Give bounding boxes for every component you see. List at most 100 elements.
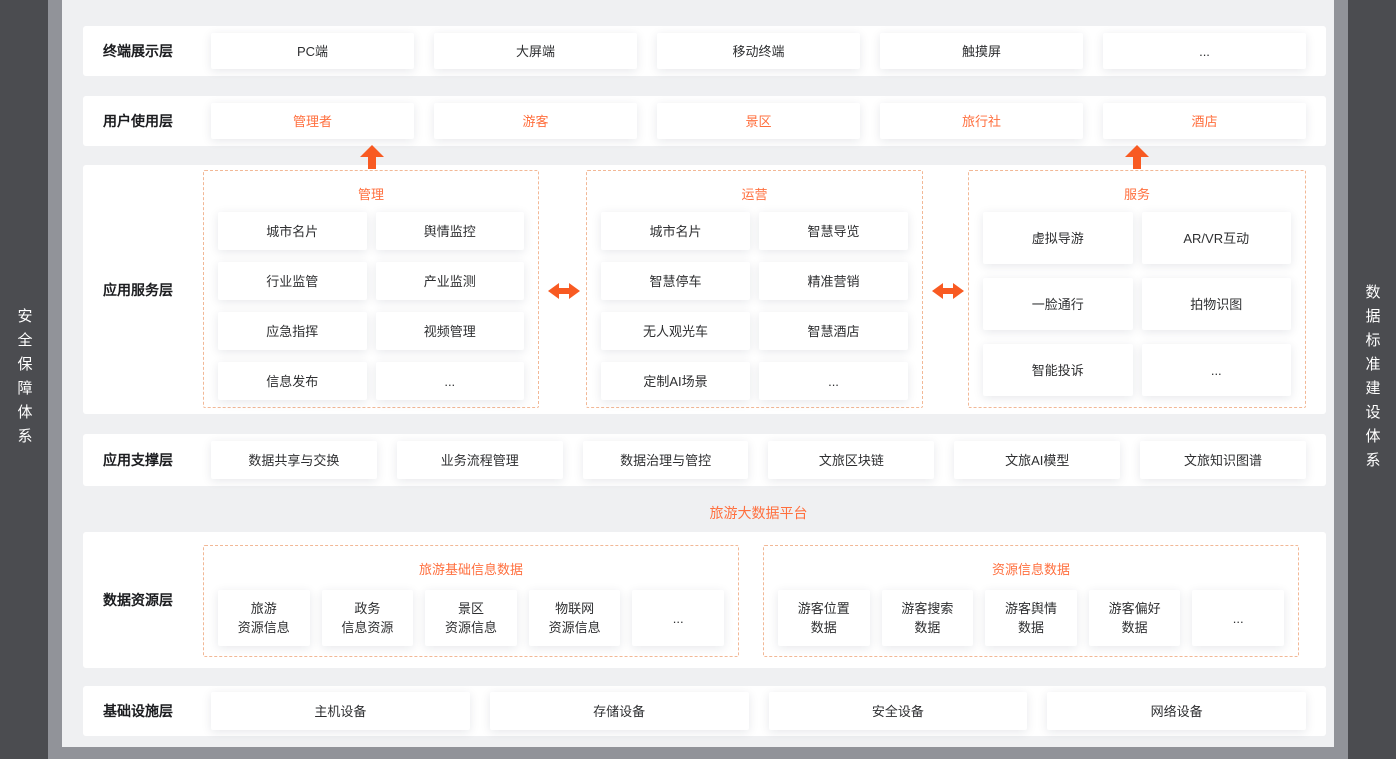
diagram-node: 酒店 (1103, 103, 1306, 139)
diagram-node: 文旅AI模型 (954, 441, 1121, 479)
group-grid: 城市名片 舆情监控 行业监管 产业监测 应急指挥 视频管理 信息发布 ... (204, 212, 538, 400)
diagram-node: 安全设备 (768, 692, 1028, 730)
group-tourism-basic-data: 旅游基础信息数据 旅游 资源信息 政务 信息资源 景区 资源信息 物联网 资源信… (203, 545, 739, 657)
diagram-node: 智慧导览 (759, 212, 908, 250)
diagram-node: ... (375, 362, 524, 400)
diagram-node: 游客舆情 数据 (985, 590, 1077, 646)
layer-infrastructure: 基础设施层 主机设备 存储设备 安全设备 网络设备 (83, 686, 1326, 736)
left-sidebar-label: 安全保障体系 (15, 307, 33, 452)
layer-title: 应用服务层 (103, 281, 173, 298)
diagram-node: 数据共享与交换 (211, 441, 377, 479)
arrow-head-left (548, 283, 559, 299)
diagram-node: ... (759, 362, 908, 400)
arrow-head (360, 145, 384, 157)
diagram-node: ... (1141, 344, 1291, 396)
big-data-platform-label: 旅游大数据平台 (709, 505, 808, 521)
diagram-node: 一脸通行 (983, 278, 1133, 330)
diagram-node: 无人观光车 (601, 312, 750, 350)
layer-items: 主机设备 存储设备 安全设备 网络设备 (211, 692, 1326, 730)
layer-title: 应用支撑层 (103, 452, 173, 468)
group-title: 管理 (357, 187, 384, 202)
diagram-node: 城市名片 (218, 212, 367, 250)
layer-data-resource: 数据资源层 旅游基础信息数据 旅游 资源信息 政务 信息资源 景区 资源信息 物… (83, 532, 1326, 668)
layer-title: 用户使用层 (103, 113, 173, 129)
diagram-node: 旅游 资源信息 (218, 590, 310, 646)
group-grid: 虚拟导游 AR/VR互动 一脸通行 拍物识图 智能投诉 ... (969, 212, 1305, 396)
arrow-head (1125, 145, 1149, 157)
right-sidebar: 数据标准建设体系 (1348, 0, 1396, 759)
group-resource-info-data: 资源信息数据 游客位置 数据 游客搜索 数据 游客舆情 数据 游客偏好 数据 .… (763, 545, 1299, 657)
diagram-node: 网络设备 (1047, 692, 1306, 730)
diagram-node: PC端 (211, 33, 414, 69)
arrow-stem (1133, 157, 1141, 169)
group-grid: 城市名片 智慧导览 智慧停车 精准营销 无人观光车 智慧酒店 定制AI场景 ..… (587, 212, 922, 400)
arrow-head-right (569, 283, 580, 299)
layer-items: 数据共享与交换 业务流程管理 数据治理与管控 文旅区块链 文旅AI模型 文旅知识… (211, 441, 1326, 479)
diagram-node: 信息发布 (218, 362, 367, 400)
double-arrow-icon (932, 283, 964, 299)
diagram-node: 大屏端 (434, 33, 637, 69)
diagram-node: 游客 (434, 103, 637, 139)
arrow-head-left (932, 283, 943, 299)
layer-terminal-display: 终端展示层 PC端 大屏端 移动终端 触摸屏 ... (83, 26, 1326, 76)
layer-title: 终端展示层 (103, 43, 173, 59)
arrow-bar (943, 288, 953, 294)
diagram-node: 游客偏好 数据 (1088, 590, 1181, 646)
diagram-node: 智能投诉 (983, 344, 1133, 396)
diagram-node: 业务流程管理 (396, 441, 563, 479)
group-grid: 旅游 资源信息 政务 信息资源 景区 资源信息 物联网 资源信息 ... (204, 590, 738, 646)
group-title: 旅游基础信息数据 (418, 562, 523, 577)
group-operation: 运营 城市名片 智慧导览 智慧停车 精准营销 无人观光车 智慧酒店 定制AI场景… (586, 170, 923, 408)
diagram-node: 视频管理 (375, 312, 524, 350)
diagram-node: 城市名片 (601, 212, 750, 250)
diagram-node: 精准营销 (759, 262, 908, 300)
diagram-node: 文旅区块链 (768, 441, 935, 479)
group-title: 运营 (741, 187, 768, 202)
diagram-node: 游客搜索 数据 (881, 590, 974, 646)
up-arrow-icon (360, 145, 384, 169)
arrow-stem (368, 157, 376, 169)
diagram-node: 定制AI场景 (601, 362, 750, 400)
diagram-node: AR/VR互动 (1141, 212, 1291, 264)
diagram-node: 游客位置 数据 (778, 590, 870, 646)
diagram-node: 政务 信息资源 (321, 590, 414, 646)
layer-app-support: 应用支撑层 数据共享与交换 业务流程管理 数据治理与管控 文旅区块链 文旅AI模… (83, 434, 1326, 486)
diagram-node: ... (1192, 590, 1284, 646)
group-title: 资源信息数据 (991, 562, 1070, 577)
diagram-node: 应急指挥 (218, 312, 367, 350)
diagram-node: ... (1103, 33, 1306, 69)
diagram-node: 物联网 资源信息 (528, 590, 621, 646)
diagram-node: 拍物识图 (1141, 278, 1291, 330)
layer-title: 数据资源层 (103, 592, 173, 608)
diagram-node: 舆情监控 (375, 212, 524, 250)
left-sidebar: 安全保障体系 (0, 0, 48, 759)
layer-title: 基础设施层 (103, 703, 173, 719)
group-service: 服务 虚拟导游 AR/VR互动 一脸通行 拍物识图 智能投诉 ... (968, 170, 1306, 408)
layer-items: 管理者 游客 景区 旅行社 酒店 (211, 103, 1326, 139)
layer-app-service: 应用服务层 管理 城市名片 舆情监控 行业监管 产业监测 应急指挥 视频管理 信… (83, 165, 1326, 414)
diagram-node: 存储设备 (489, 692, 749, 730)
group-management: 管理 城市名片 舆情监控 行业监管 产业监测 应急指挥 视频管理 信息发布 ..… (203, 170, 539, 408)
diagram-node: 数据治理与管控 (582, 441, 749, 479)
diagram-node: 智慧酒店 (759, 312, 908, 350)
diagram-node: 产业监测 (375, 262, 524, 300)
diagram-node: 文旅知识图谱 (1140, 441, 1306, 479)
diagram-node: 旅行社 (880, 103, 1083, 139)
diagram-node: 移动终端 (657, 33, 860, 69)
diagram-node: 景区 资源信息 (425, 590, 517, 646)
diagram-node: 景区 (657, 103, 860, 139)
diagram-node: 触摸屏 (880, 33, 1083, 69)
double-arrow-icon (548, 283, 580, 299)
layer-user: 用户使用层 管理者 游客 景区 旅行社 酒店 (83, 96, 1326, 146)
right-sidebar-label: 数据标准建设体系 (1363, 283, 1381, 476)
diagram-node: ... (632, 590, 724, 646)
diagram-node: 虚拟导游 (983, 212, 1133, 264)
arrow-head-right (953, 283, 964, 299)
diagram-node: 管理者 (211, 103, 414, 139)
diagram-node: 智慧停车 (601, 262, 750, 300)
group-grid: 游客位置 数据 游客搜索 数据 游客舆情 数据 游客偏好 数据 ... (764, 590, 1298, 646)
diagram-panel: 终端展示层 PC端 大屏端 移动终端 触摸屏 ... 用户使用层 管理者 游客 … (62, 0, 1334, 747)
arrow-bar (559, 288, 569, 294)
group-title: 服务 (1123, 187, 1150, 202)
